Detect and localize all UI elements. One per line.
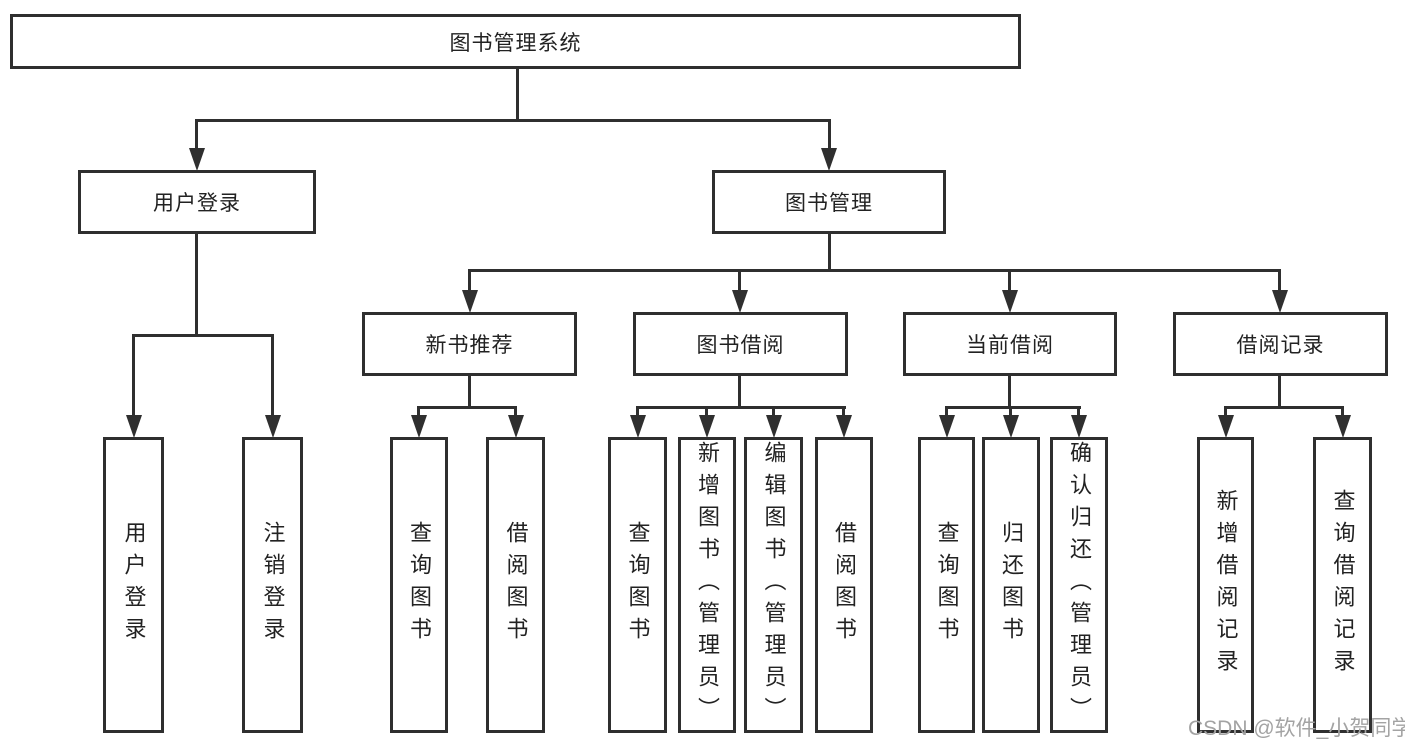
- leaf-borrow-books-2: 借阅图书: [815, 437, 873, 733]
- leaf-confirm-return-admin: 确认归还（管理员）: [1050, 437, 1108, 733]
- connector-root-stub: [516, 68, 519, 122]
- connector-group-stub: [738, 376, 741, 409]
- connector-mgmt-stub: [828, 234, 831, 272]
- leaf-return-books: 归还图书: [982, 437, 1040, 733]
- arrow-down-icon: [1272, 290, 1288, 313]
- arrow-down-icon: [411, 415, 427, 438]
- node-book-management-branch: 图书管理: [712, 170, 946, 234]
- leaf-label: 确认归还（管理员）: [1067, 441, 1092, 729]
- arrow-down-icon: [265, 415, 281, 438]
- arrow-down-icon: [821, 148, 837, 171]
- arrow-down-icon: [630, 415, 646, 438]
- node-label: 借阅记录: [1236, 334, 1325, 357]
- node-book-borrowing: 图书借阅: [633, 312, 848, 376]
- leaf-user-login: 用户登录: [103, 437, 164, 733]
- node-user-login-branch: 用户登录: [78, 170, 316, 234]
- connector-drop-leaf: [705, 406, 708, 418]
- node-library-management-system: 图书管理系统: [10, 14, 1021, 69]
- node-borrowing-records: 借阅记录: [1173, 312, 1388, 376]
- leaf-borrow-books-1: 借阅图书: [486, 437, 545, 733]
- node-current-borrowing: 当前借阅: [903, 312, 1117, 376]
- connector-root-horizontal: [195, 119, 831, 122]
- connector-drop-leaf: [636, 406, 639, 418]
- leaf-query-books-1: 查询图书: [390, 437, 448, 733]
- arrow-down-icon: [1335, 415, 1351, 438]
- arrow-down-icon: [1218, 415, 1234, 438]
- connector-group-horizontal: [417, 406, 517, 409]
- node-label: 图书管理系统: [449, 31, 582, 55]
- connector-drop-leaf: [271, 334, 274, 417]
- leaf-add-borrow-record: 新增借阅记录: [1197, 437, 1254, 733]
- arrow-down-icon: [699, 415, 715, 438]
- leaf-label: 新增图书（管理员）: [695, 441, 720, 729]
- connector-drop-leaf: [772, 406, 775, 418]
- connector-drop-branch: [468, 269, 471, 292]
- node-new-book-recommendation: 新书推荐: [362, 312, 577, 376]
- node-label: 用户登录: [153, 192, 241, 215]
- arrow-down-icon: [126, 415, 142, 438]
- arrow-down-icon: [508, 415, 524, 438]
- connector-group-horizontal: [1224, 406, 1344, 409]
- arrow-down-icon: [462, 290, 478, 313]
- leaf-label: 用户登录: [121, 521, 147, 649]
- connector-drop-branch: [1008, 269, 1011, 292]
- connector-drop-leaf: [842, 406, 845, 418]
- leaf-label: 编辑图书（管理员）: [761, 441, 787, 729]
- connector-user-stub: [195, 234, 198, 337]
- connector-group-horizontal: [636, 406, 846, 409]
- connector-drop-leaf: [1224, 406, 1227, 418]
- connector-drop-branch: [1278, 269, 1281, 292]
- connector-drop-leaf: [132, 334, 135, 417]
- node-label: 图书借阅: [696, 334, 785, 357]
- connector-drop-leaf: [1077, 406, 1080, 418]
- connector-group-stub: [468, 376, 471, 409]
- arrow-down-icon: [939, 415, 955, 438]
- arrow-down-icon: [836, 415, 852, 438]
- connector-user-horizontal: [132, 334, 274, 337]
- connector-drop-book-mgmt: [828, 119, 831, 151]
- leaf-logout: 注销登录: [242, 437, 303, 733]
- leaf-label: 查询图书: [407, 521, 432, 649]
- node-label: 图书管理: [785, 192, 873, 215]
- leaf-edit-books-admin: 编辑图书（管理员）: [744, 437, 803, 733]
- arrow-down-icon: [732, 290, 748, 313]
- arrow-down-icon: [1003, 415, 1019, 438]
- leaf-label: 借阅图书: [832, 521, 857, 649]
- connector-drop-leaf: [1341, 406, 1344, 418]
- node-label: 当前借阅: [966, 334, 1054, 357]
- arrow-down-icon: [189, 148, 205, 171]
- leaf-label: 查询图书: [625, 521, 651, 649]
- connector-drop-leaf: [514, 406, 517, 418]
- leaf-label: 借阅图书: [503, 521, 529, 649]
- leaf-query-books-2: 查询图书: [608, 437, 667, 733]
- arrow-down-icon: [1002, 290, 1018, 313]
- connector-drop-branch: [738, 269, 741, 292]
- leaf-query-books-3: 查询图书: [918, 437, 975, 733]
- leaf-label: 查询图书: [934, 521, 960, 649]
- connector-group-stub: [1278, 376, 1281, 409]
- arrow-down-icon: [1071, 415, 1087, 438]
- connector-drop-leaf: [1009, 406, 1012, 418]
- leaf-add-books-admin: 新增图书（管理员）: [678, 437, 736, 733]
- connector-drop-leaf: [945, 406, 948, 418]
- node-label: 新书推荐: [425, 334, 514, 357]
- leaf-label: 注销登录: [260, 521, 286, 649]
- connector-drop-leaf: [417, 406, 420, 418]
- arrow-down-icon: [766, 415, 782, 438]
- leaf-label: 新增借阅记录: [1213, 489, 1239, 681]
- leaf-label: 查询借阅记录: [1330, 489, 1356, 681]
- connector-mgmt-horizontal: [468, 269, 1281, 272]
- leaf-label: 归还图书: [999, 521, 1024, 649]
- leaf-query-borrow-record: 查询借阅记录: [1313, 437, 1372, 733]
- connector-drop-user-login: [195, 119, 198, 151]
- connector-group-horizontal: [945, 406, 1081, 409]
- connector-group-stub: [1008, 376, 1011, 409]
